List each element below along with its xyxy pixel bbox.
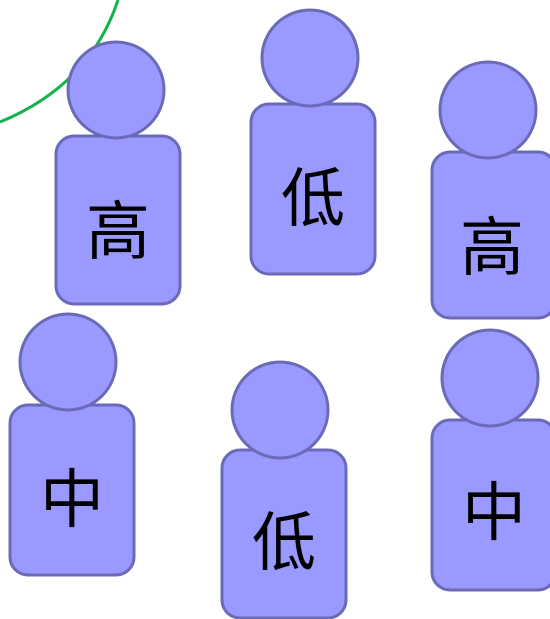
person-figure-3: 高 (430, 60, 550, 320)
person-label: 高 (86, 196, 150, 270)
person-figure-4: 中 (8, 312, 136, 577)
person-head (18, 312, 118, 412)
person-head (230, 360, 330, 460)
person-head (260, 8, 360, 108)
person-label: 高 (460, 212, 524, 286)
person-figure-5: 低 (220, 360, 348, 619)
person-head (438, 60, 538, 160)
person-figure-1: 高 (54, 40, 182, 306)
person-label: 中 (40, 464, 104, 538)
person-label: 中 (462, 477, 526, 551)
person-figure-2: 低 (249, 8, 377, 276)
person-label: 低 (281, 163, 345, 237)
person-figure-6: 中 (430, 328, 550, 592)
person-head (66, 40, 166, 140)
person-head (440, 328, 540, 428)
person-label: 低 (252, 507, 316, 581)
